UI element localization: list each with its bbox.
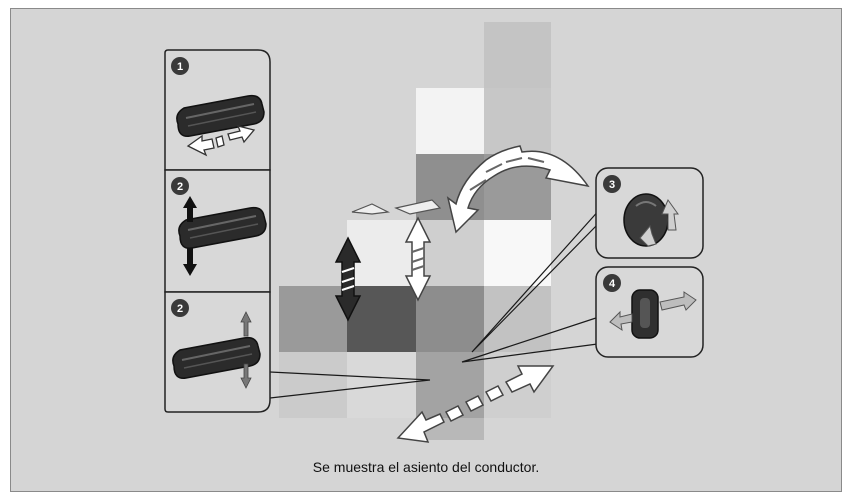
seat-mosaic	[279, 22, 551, 440]
step-number: 2	[177, 181, 183, 193]
height-arrow-dark	[334, 236, 362, 322]
rotate-arrows-icon	[639, 198, 679, 247]
mosaic-cell	[416, 286, 484, 352]
mosaic-cell	[484, 286, 551, 352]
panel-3: 3	[595, 167, 704, 259]
mosaic-cell	[347, 220, 416, 286]
panel-2a: 2	[164, 169, 271, 293]
mosaic-cell	[484, 88, 551, 154]
slide-arrow	[396, 365, 555, 443]
mosaic-cell	[416, 88, 484, 154]
height-arrow-icon	[240, 311, 252, 389]
slide-arrows-icon	[186, 125, 256, 157]
mosaic-cell	[416, 220, 484, 286]
figure-caption: Se muestra el asiento del conductor.	[312, 459, 540, 475]
tilt-arrow-icon	[183, 196, 197, 276]
step-number: 4	[609, 278, 616, 290]
recline-arrow	[446, 145, 590, 234]
mosaic-cell	[484, 22, 551, 88]
panel-1: 1	[164, 49, 271, 171]
step-badge	[171, 57, 189, 75]
step-number: 2	[177, 303, 183, 315]
step-badge	[603, 274, 621, 292]
mosaic-cell	[279, 352, 347, 418]
cushion-tilt-arrow	[351, 199, 442, 215]
panel-2b: 2	[164, 291, 271, 413]
mosaic-cell	[484, 220, 551, 286]
callout-lines	[269, 197, 611, 399]
step-number: 1	[177, 61, 183, 73]
step-number: 3	[609, 179, 615, 191]
panel-4: 4	[595, 266, 704, 358]
step-badge	[171, 299, 189, 317]
step-badge	[603, 175, 621, 193]
height-arrow-light	[404, 216, 432, 302]
knob-arrows-icon	[609, 291, 697, 332]
step-badge	[171, 177, 189, 195]
